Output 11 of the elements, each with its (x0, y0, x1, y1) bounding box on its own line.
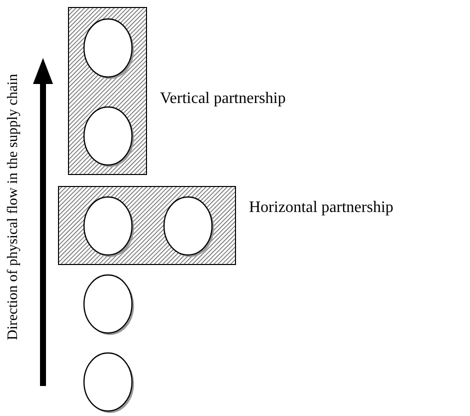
axis-label: Direction of physical flow in the supply chain (4, 74, 22, 340)
circle-node (83, 352, 133, 412)
circle-node (83, 106, 133, 166)
hatched-group-box (68, 7, 147, 175)
hatched-group-box (58, 186, 236, 265)
circle-node (163, 196, 213, 256)
circle-node (83, 18, 133, 78)
circle-node (83, 196, 133, 256)
group-label: Vertical partnership (160, 89, 286, 109)
circle-node (83, 274, 133, 334)
group-label: Horizontal partnership (249, 198, 394, 218)
